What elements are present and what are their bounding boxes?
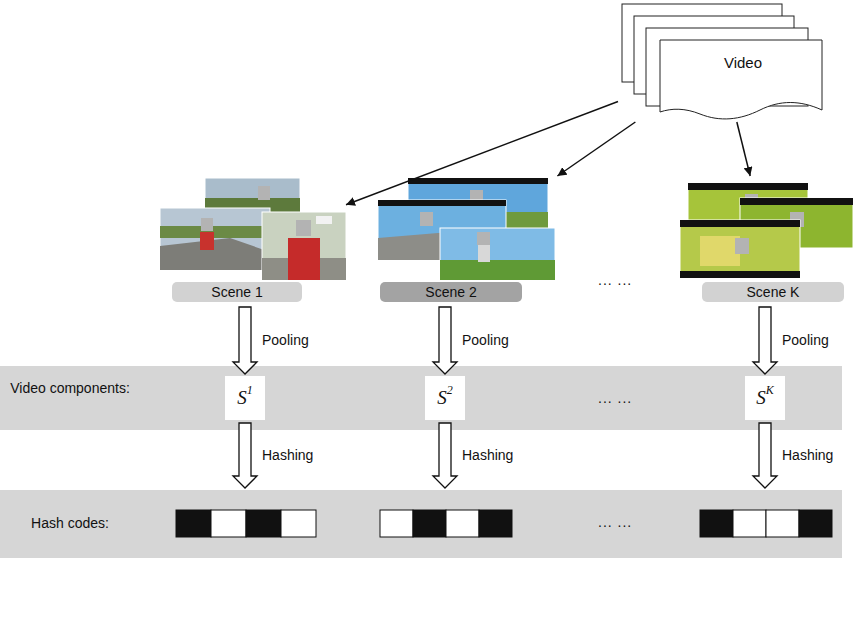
scene-1-photos xyxy=(160,178,346,280)
component-box: SK xyxy=(745,376,785,420)
scene-k-photos xyxy=(680,183,853,278)
face-mask xyxy=(258,186,270,200)
photo-person xyxy=(478,244,490,262)
face-mask xyxy=(296,220,311,236)
block-arrow xyxy=(753,423,777,488)
component-symbol: S xyxy=(756,387,766,409)
hash-bit xyxy=(211,510,246,537)
scene-arrow xyxy=(557,122,635,176)
step-label: Pooling xyxy=(462,332,509,348)
component-symbol: S xyxy=(437,387,447,409)
face-mask xyxy=(201,218,213,231)
photo-blur xyxy=(700,236,740,266)
photo-person xyxy=(200,232,214,250)
component-symbol: S xyxy=(237,387,247,409)
block-arrow xyxy=(233,307,257,374)
step-label: Hashing xyxy=(462,447,513,463)
hash-code-2 xyxy=(380,510,512,537)
row-label: Video components: xyxy=(8,380,132,397)
hash-bit xyxy=(479,510,512,537)
scene-group: Scene 1 xyxy=(160,176,346,304)
video-label: Video xyxy=(698,54,788,71)
photo-bar xyxy=(680,220,800,227)
block-arrow xyxy=(433,307,457,374)
video-source: Video xyxy=(618,2,826,122)
hash-code-1 xyxy=(176,510,316,537)
photo-bar xyxy=(740,198,853,205)
component-box: S1 xyxy=(225,376,265,420)
row-band: Hash codes: xyxy=(0,490,842,558)
hash-bit xyxy=(733,510,766,537)
photo-trees xyxy=(160,226,270,238)
scene-arrow xyxy=(346,101,618,204)
step-label: Pooling xyxy=(782,332,829,348)
component-index: 2 xyxy=(447,383,453,398)
hash-bit xyxy=(246,510,281,537)
block-arrow xyxy=(433,423,457,488)
photo xyxy=(262,212,346,280)
step-label: Hashing xyxy=(782,447,833,463)
photo xyxy=(680,220,800,278)
ellipsis-label: ... ... xyxy=(598,390,632,406)
step-label: Pooling xyxy=(262,332,309,348)
components-band xyxy=(0,366,842,430)
scene-label: Scene K xyxy=(702,282,844,302)
photo-bar xyxy=(408,178,548,184)
photo xyxy=(440,228,555,280)
step-label: Hashing xyxy=(262,447,313,463)
photo xyxy=(160,208,270,270)
scene-arrow xyxy=(737,122,750,176)
hash-bit xyxy=(446,510,479,537)
face-mask xyxy=(477,232,490,245)
component-index: K xyxy=(766,383,774,398)
hash-band xyxy=(0,490,842,558)
photo-bar xyxy=(680,271,800,278)
hash-bit xyxy=(380,510,413,537)
block-arrow xyxy=(753,307,777,374)
hash-bit xyxy=(700,510,733,537)
hash-code-k xyxy=(700,510,832,537)
row-label: Hash codes: xyxy=(8,515,132,532)
scene-group: Scene K xyxy=(678,176,854,304)
row-band: Video components:S1S2SK xyxy=(0,366,842,430)
photo-person xyxy=(288,238,320,280)
photo-bar xyxy=(688,183,808,190)
component-index: 1 xyxy=(247,383,253,398)
photo-bar xyxy=(378,200,506,206)
hash-bit xyxy=(799,510,832,537)
scene-group: Scene 2 xyxy=(372,176,558,304)
ellipsis-label: ... ... xyxy=(598,272,632,288)
ellipsis-label: ... ... xyxy=(598,514,632,530)
scene-label: Scene 2 xyxy=(380,282,522,302)
video-stack xyxy=(622,4,822,119)
component-box: S2 xyxy=(425,376,465,420)
hash-bit xyxy=(413,510,446,537)
hash-bit xyxy=(281,510,316,537)
photo-ground xyxy=(440,260,555,280)
photo-ramp xyxy=(160,238,270,270)
scene-label: Scene 1 xyxy=(172,282,302,302)
face-mask xyxy=(735,238,749,254)
hash-bit xyxy=(766,510,799,537)
video-page-front xyxy=(660,40,822,119)
block-arrow xyxy=(233,423,257,488)
hash-bit xyxy=(176,510,211,537)
scene-2-photos xyxy=(378,178,555,280)
face-mask xyxy=(420,212,433,226)
photo-cap xyxy=(316,216,332,224)
